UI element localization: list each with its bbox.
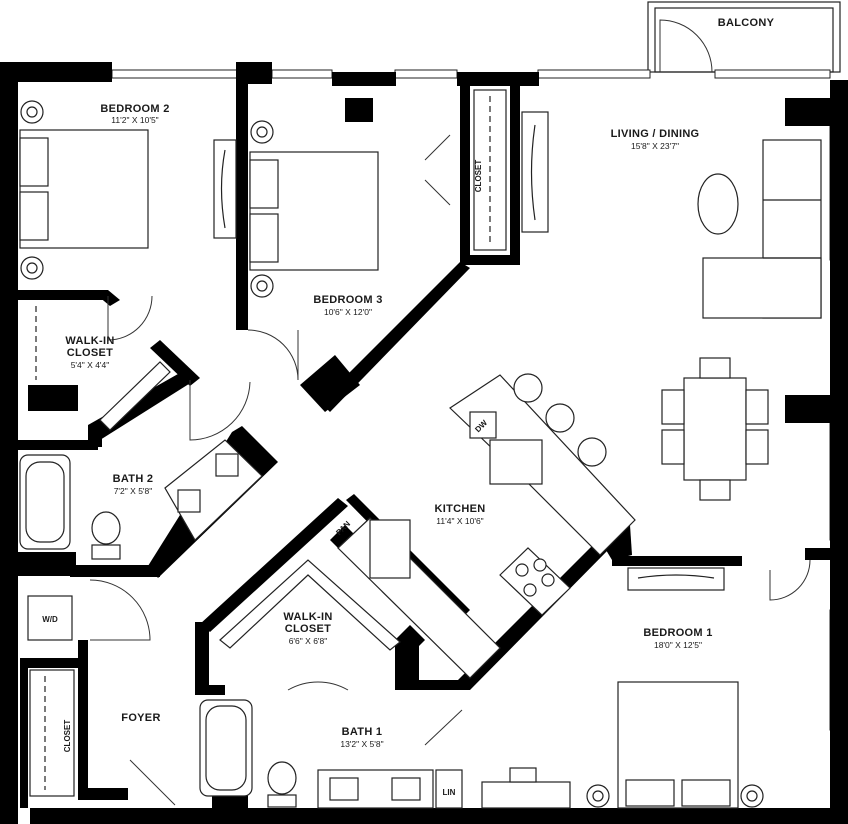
kitchen-fixtures (337, 373, 636, 679)
bath1-fixtures (199, 699, 463, 809)
bedroom3-dims: 10'6" X 12'0" (324, 307, 372, 317)
washer-dryer-tag: W/D (42, 615, 58, 624)
bedroom2-label: BEDROOM 2 (100, 103, 169, 115)
kitchen-label: KITCHEN (435, 503, 486, 515)
living-dims: 15'8" X 23'7" (631, 141, 679, 151)
walkin-closet-b-label-1: WALK-IN (283, 611, 332, 623)
living-label: LIVING / DINING (611, 128, 700, 140)
walkin-closet-a-label-2: CLOSET (67, 347, 113, 359)
closet-foyer-tag: CLOSET (63, 720, 72, 753)
bath1-label: BATH 1 (342, 726, 383, 738)
foyer-fixtures (27, 595, 75, 797)
bedroom2-furniture (19, 100, 237, 280)
foyer-label: FOYER (121, 712, 160, 724)
walkin-closet-a-dims: 5'4" X 4'4" (71, 360, 110, 370)
bedroom3-furniture (249, 89, 507, 298)
bath2-fixtures (19, 439, 263, 560)
walkin-closet-b-fixtures (219, 559, 401, 651)
walkin-closet-b-label-2: CLOSET (285, 623, 331, 635)
bedroom1-label: BEDROOM 1 (643, 627, 712, 639)
bedroom2-dims: 11'2" X 10'5" (111, 115, 158, 125)
living-furniture (521, 111, 822, 501)
kitchen-dims: 11'4" X 10'6" (436, 516, 483, 526)
walkin-closet-b-dims: 6'6" X 6'8" (289, 636, 328, 646)
bath2-label: BATH 2 (113, 473, 154, 485)
bedroom1-dims: 18'0" X 12'5" (654, 640, 702, 650)
room-labels: BALCONY BEDROOM 2 11'2" X 10'5" BEDROOM … (65, 17, 774, 749)
closet-top-tag: CLOSET (474, 160, 483, 193)
balcony-area (647, 1, 841, 73)
bedroom3-label: BEDROOM 3 (313, 294, 382, 306)
bedroom1-fixtures (481, 567, 764, 809)
bath1-dims: 13'2" X 5'8" (340, 739, 383, 749)
bath2-dims: 7'2" X 5'8" (114, 486, 153, 496)
linen-tag: LIN (443, 788, 456, 797)
walkin-closet-a-label-1: WALK-IN (65, 335, 114, 347)
walkin-closet-a-fixtures (35, 306, 171, 431)
doors (89, 134, 811, 806)
balcony-label: BALCONY (718, 17, 775, 29)
